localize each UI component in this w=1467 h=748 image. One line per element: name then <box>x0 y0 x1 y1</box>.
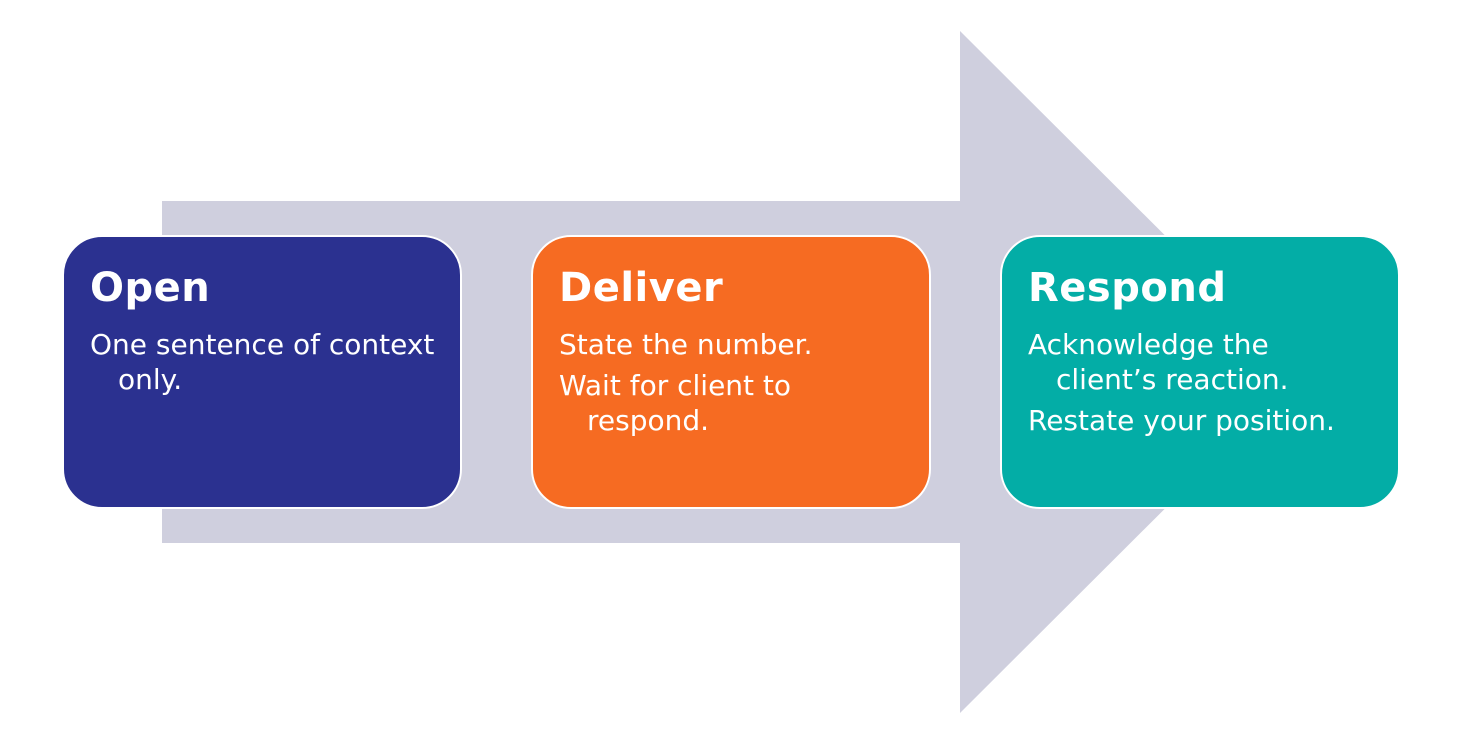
step-card-respond: Respond Acknowledge the client’s reactio… <box>1000 235 1400 509</box>
step-title-open: Open <box>90 265 211 311</box>
step-card-deliver: Deliver State the number. Wait for clien… <box>531 235 931 509</box>
step-lines-open: One sentence of context only. <box>90 327 436 397</box>
step-line: One sentence of context only. <box>90 328 435 396</box>
step-title-respond: Respond <box>1028 265 1227 311</box>
step-title-deliver: Deliver <box>559 265 724 311</box>
step-lines-respond: Acknowledge the client’s reaction. Resta… <box>1028 327 1374 438</box>
step-card-open: Open One sentence of context only. <box>62 235 462 509</box>
step-line: State the number. <box>559 328 813 361</box>
step-line: Restate your position. <box>1028 404 1335 437</box>
step-lines-deliver: State the number. Wait for client to res… <box>559 327 905 438</box>
step-line: Acknowledge the client’s reaction. <box>1028 328 1289 396</box>
step-line: Wait for client to respond. <box>559 369 792 437</box>
